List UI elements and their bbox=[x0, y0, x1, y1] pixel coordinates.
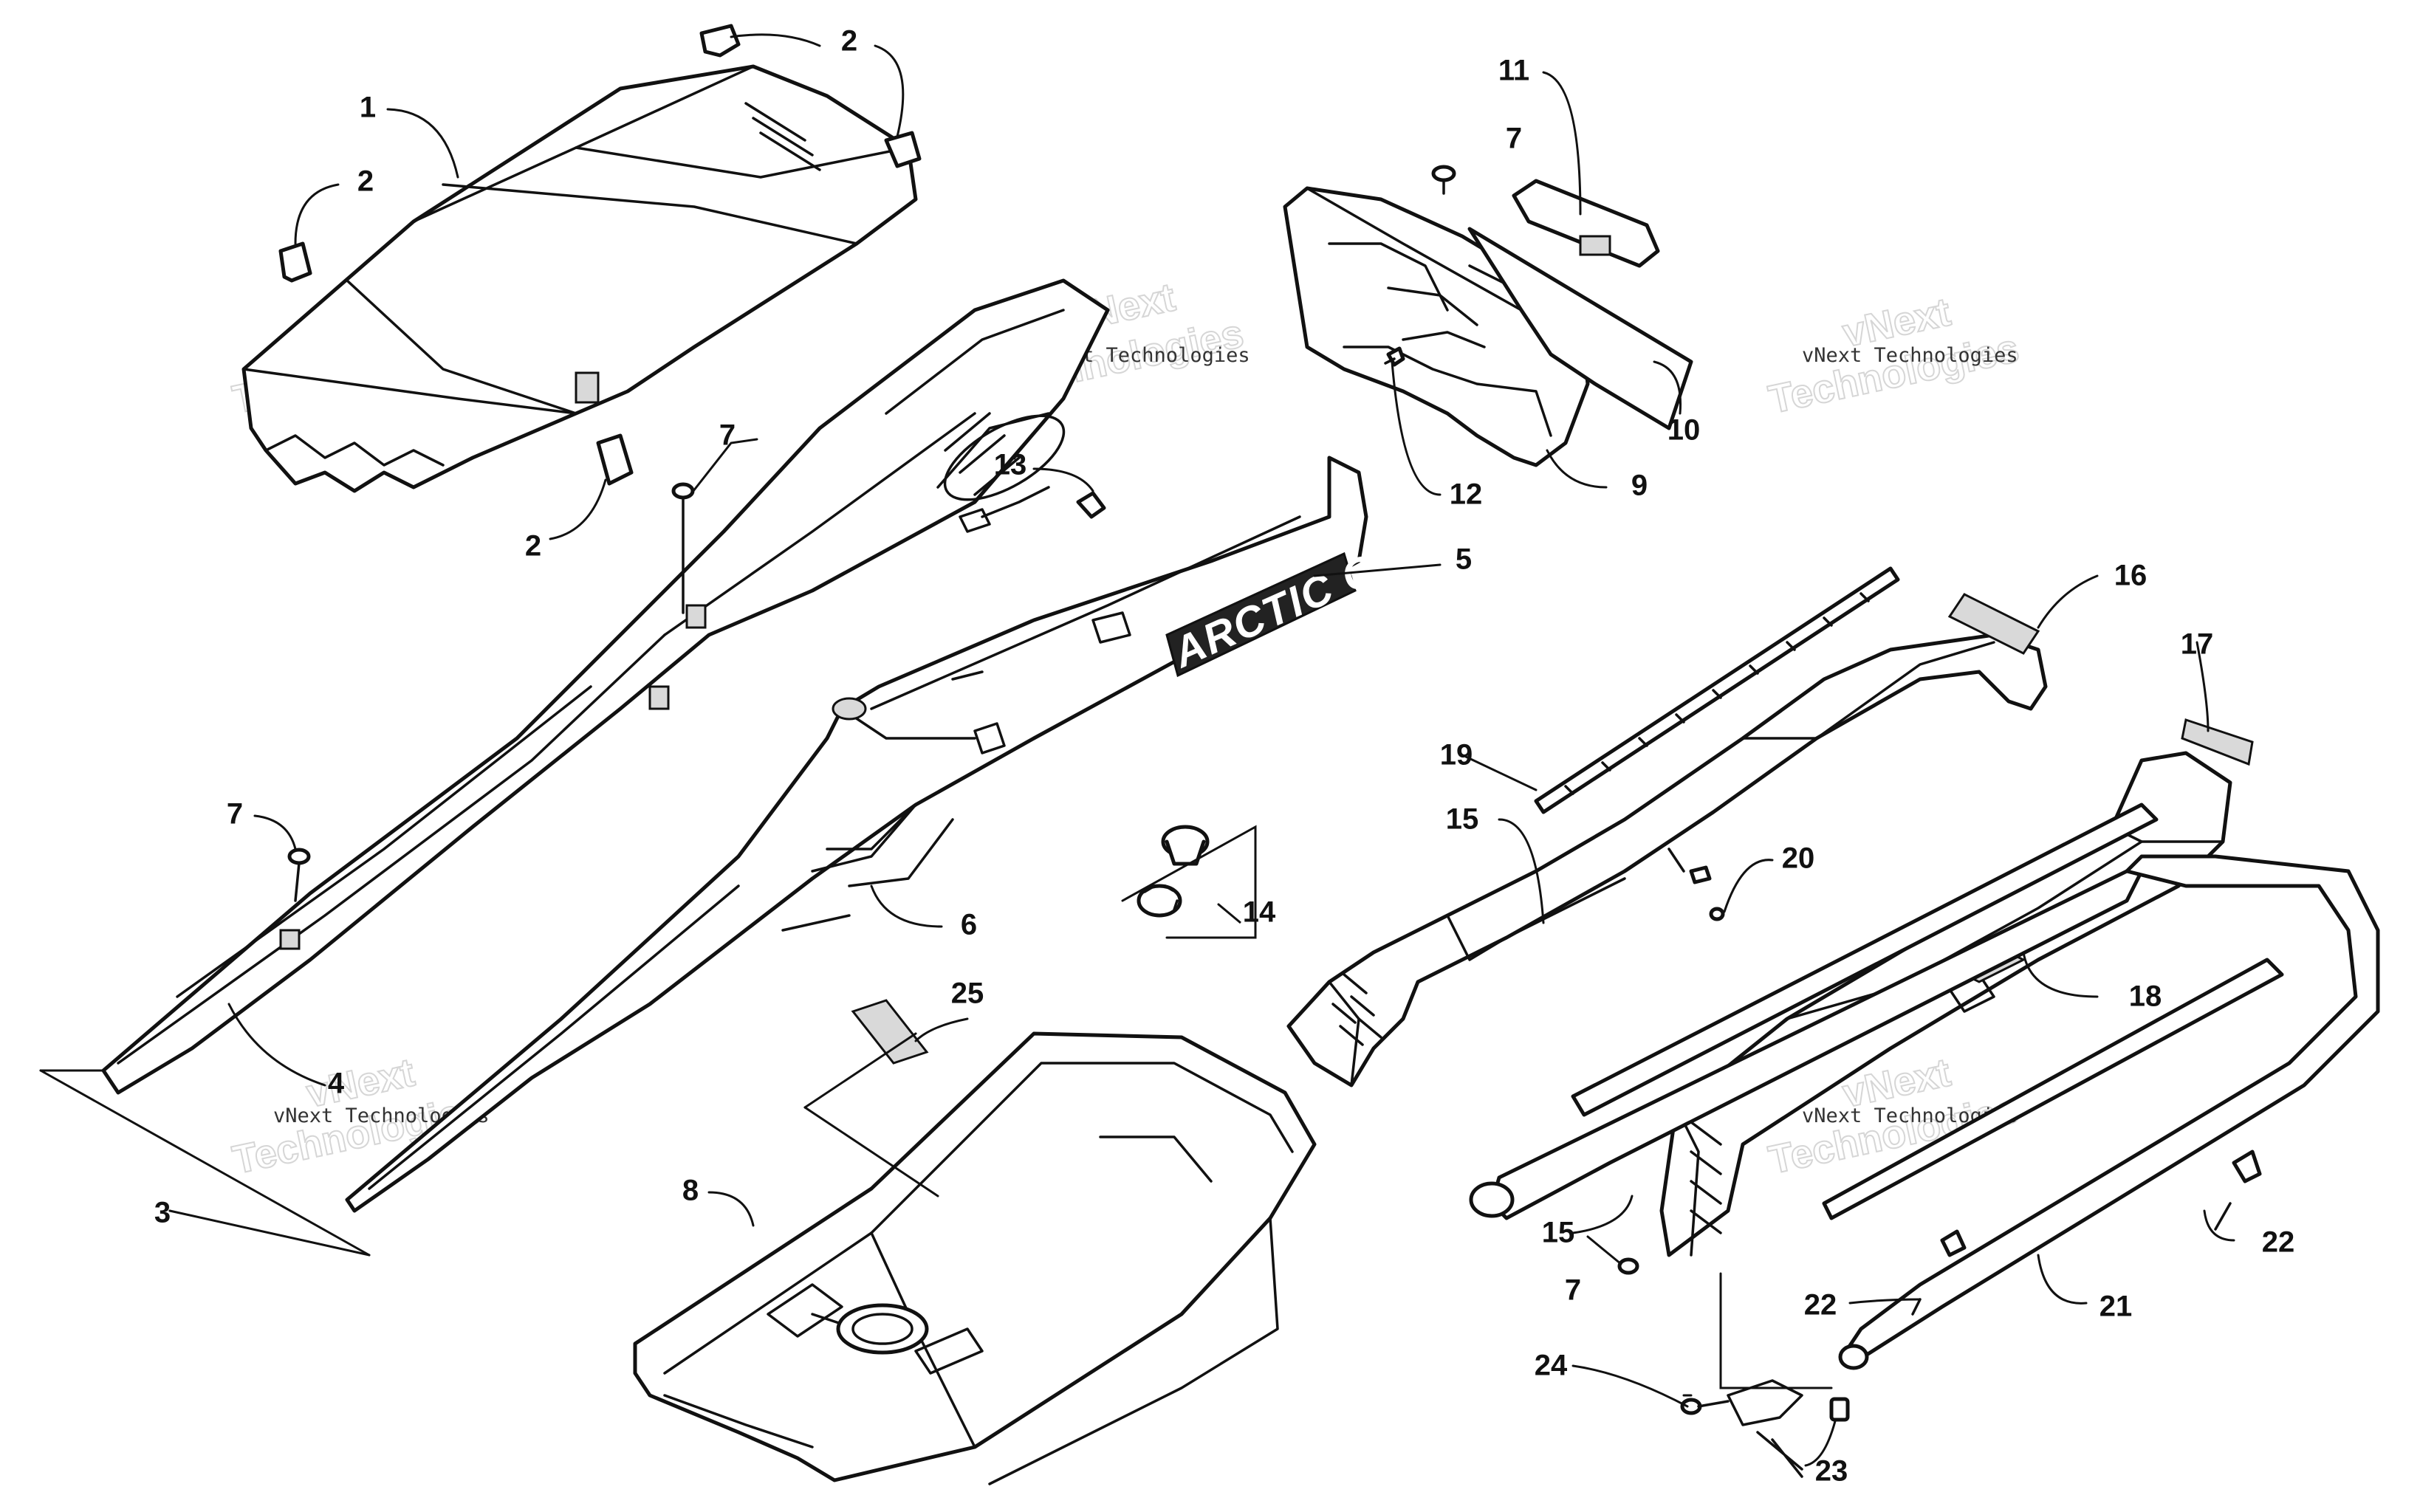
part-7-rivet-lower bbox=[1617, 1257, 1639, 1275]
callout-19: 19 bbox=[1440, 739, 1473, 772]
watermark-small-text: vNext Technologies bbox=[1802, 344, 2018, 367]
callout-15: 15 bbox=[1542, 1217, 1575, 1249]
callout-labels: 1 2 2 2 3 4 5 6 7 7 7 7 8 9 10 11 12 13 … bbox=[154, 25, 2294, 1488]
part-11-tail-light-lens bbox=[1512, 179, 1660, 268]
callout-6: 6 bbox=[961, 909, 977, 941]
part-7-rivet-left bbox=[287, 848, 311, 902]
part-23-nut bbox=[1829, 1397, 1850, 1422]
part-1-seat-cover bbox=[241, 64, 918, 493]
part-24-bolt bbox=[1680, 1379, 1803, 1478]
callout-9: 9 bbox=[1631, 470, 1648, 502]
part-22-clip-right bbox=[2214, 1150, 2262, 1231]
part-2-clip-top bbox=[699, 24, 741, 58]
callout-4: 4 bbox=[328, 1068, 345, 1100]
callout-16: 16 bbox=[2114, 560, 2148, 592]
leader-lines bbox=[39, 33, 2235, 1467]
callout-10: 10 bbox=[1667, 414, 1701, 447]
callout-7: 7 bbox=[1565, 1274, 1581, 1307]
callout-14: 14 bbox=[1243, 896, 1276, 929]
part-4-left-side-panel bbox=[101, 278, 1110, 1095]
callout-7: 7 bbox=[227, 798, 243, 831]
panel-mount-hole bbox=[648, 685, 670, 710]
part-13-screw bbox=[981, 486, 1106, 519]
callout-11: 11 bbox=[1498, 55, 1529, 87]
callout-24: 24 bbox=[1535, 1350, 1568, 1382]
part-8-storage-tub bbox=[633, 1031, 1317, 1485]
callout-7: 7 bbox=[719, 419, 736, 452]
part-20-screw bbox=[1689, 865, 1725, 921]
panel-mount-hole bbox=[685, 604, 707, 629]
part-2-clip-right bbox=[884, 131, 922, 168]
part-7-rivet-top bbox=[1431, 165, 1456, 195]
callout-15: 15 bbox=[1446, 803, 1479, 836]
callout-20: 20 bbox=[1782, 842, 1815, 875]
callout-13: 13 bbox=[994, 449, 1027, 481]
lens-tab bbox=[1579, 235, 1611, 256]
callout-2: 2 bbox=[357, 165, 374, 198]
part-15-upper-bumper bbox=[1286, 633, 2048, 1087]
panel-grommet bbox=[832, 697, 867, 721]
callout-8: 8 bbox=[682, 1175, 699, 1207]
callout-22: 22 bbox=[2262, 1226, 2295, 1259]
part-10-reflector-sheet bbox=[1467, 227, 1693, 430]
part-16-decal bbox=[1947, 593, 2040, 655]
callout-1: 1 bbox=[360, 92, 376, 124]
callout-18: 18 bbox=[2129, 980, 2162, 1013]
callout-2: 2 bbox=[525, 530, 541, 563]
part-2-clip-left bbox=[278, 241, 312, 283]
callout-7: 7 bbox=[1506, 123, 1522, 155]
callout-21: 21 bbox=[2099, 1291, 2133, 1323]
part-25-decal bbox=[851, 999, 929, 1065]
part-17-decal bbox=[2181, 718, 2254, 766]
callout-22: 22 bbox=[1804, 1289, 1837, 1322]
callout-12: 12 bbox=[1450, 478, 1483, 511]
seat-clip-slot bbox=[575, 371, 600, 404]
callout-17: 17 bbox=[2181, 628, 2214, 661]
callout-3: 3 bbox=[154, 1197, 171, 1229]
tub-drain-opening bbox=[836, 1303, 929, 1355]
panel-mount-hole bbox=[279, 929, 301, 950]
callout-23: 23 bbox=[1815, 1455, 1848, 1488]
part-21-bumper-tube bbox=[1469, 803, 2380, 1370]
callout-5: 5 bbox=[1456, 543, 1472, 576]
callout-2: 2 bbox=[841, 25, 857, 58]
callout-25: 25 bbox=[951, 977, 984, 1010]
part-22-clip-left bbox=[1911, 1229, 1967, 1316]
part-14-fuel-fitting bbox=[1137, 825, 1210, 918]
watermark-top-right: vNext Technologies vNext Technologies bbox=[1764, 289, 2023, 422]
part-2-clip-bottom bbox=[596, 433, 634, 486]
part-19-trim-strip bbox=[1534, 566, 1900, 814]
